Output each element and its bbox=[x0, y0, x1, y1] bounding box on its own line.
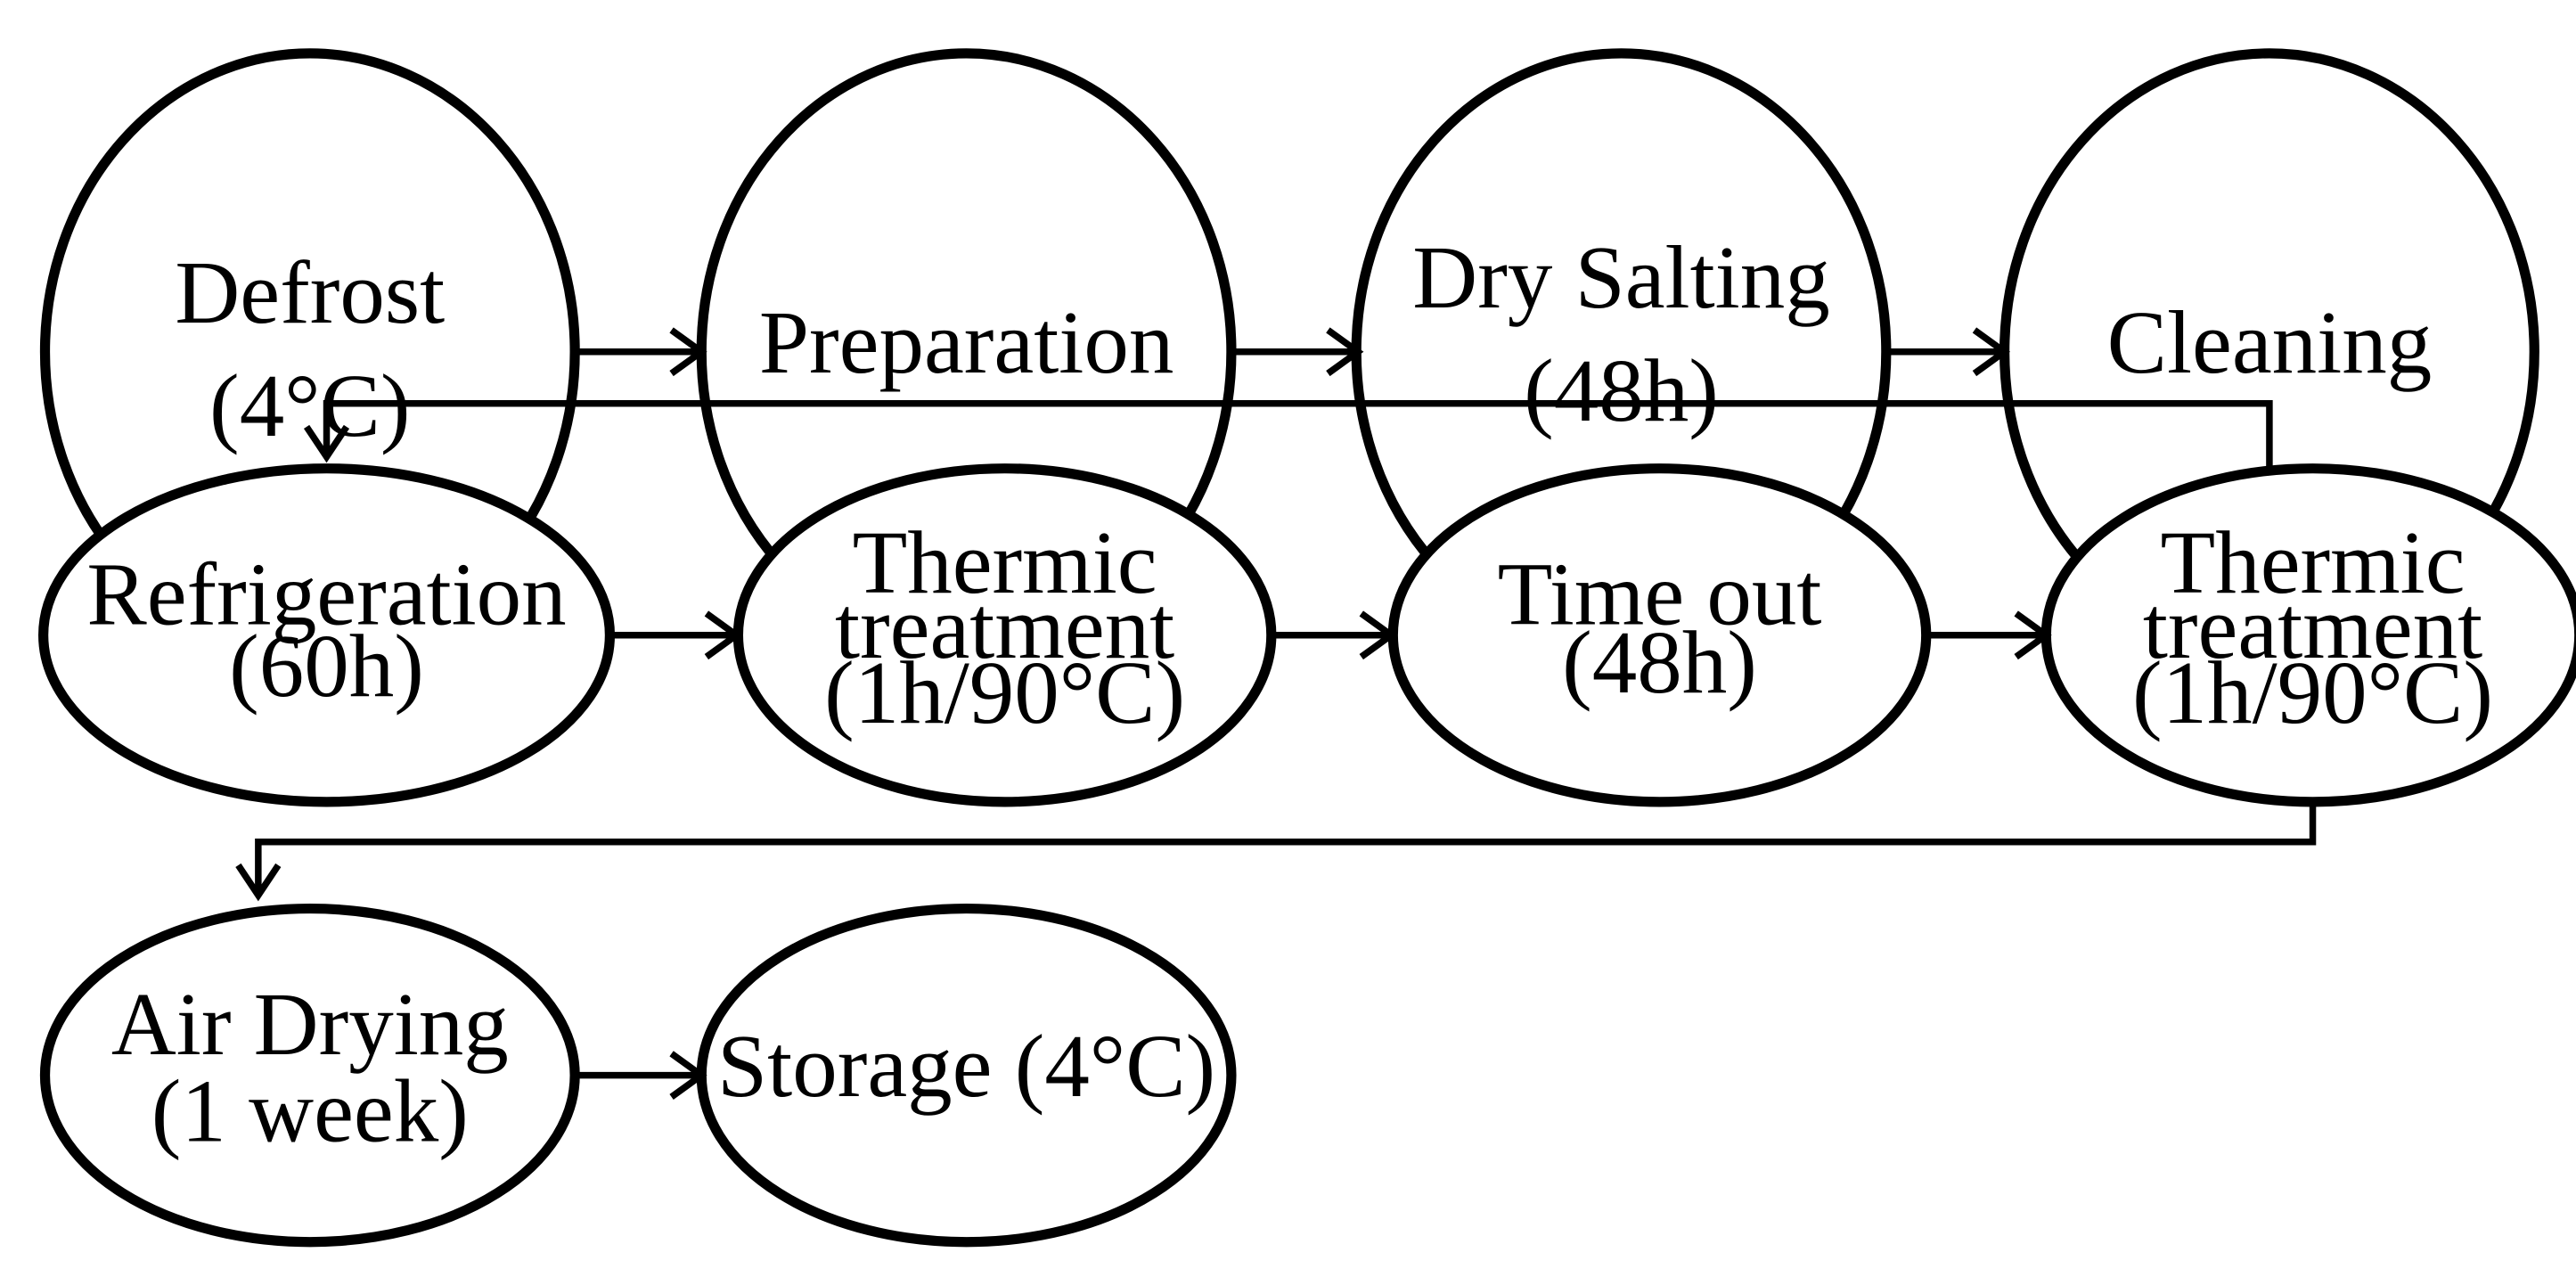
edge-air-drying-to-storage bbox=[577, 1051, 707, 1100]
node-label-thermic-treatment-1-line2: treatment bbox=[835, 577, 1174, 677]
node-label-preparation-line1: Preparation bbox=[759, 292, 1174, 392]
node-label-thermic-treatment-1-line3: (1h/90°C) bbox=[824, 643, 1185, 742]
edge-dry-salting-to-cleaning bbox=[1887, 327, 2010, 377]
node-label-refrigeration-line2: (60h) bbox=[229, 616, 424, 716]
node-label-refrigeration-line1: Refrigeration bbox=[86, 544, 566, 643]
node-label-time-out-line2: (48h) bbox=[1562, 612, 1757, 712]
node-ellipse-refrigeration bbox=[38, 463, 616, 807]
node-label-thermic-treatment-2-line1: Thermic bbox=[2161, 512, 2466, 612]
flow-node-time-out[interactable]: Time out (48h) bbox=[1387, 463, 1932, 807]
edge-time-out-to-thermic-2 bbox=[1927, 610, 2052, 660]
node-label-dry-salting-line1: Dry Salting bbox=[1412, 227, 1829, 327]
edge-preparation-to-dry-salting bbox=[1232, 327, 1364, 377]
node-label-thermic-treatment-1-line1: Thermic bbox=[853, 512, 1157, 612]
flow-node-thermic-treatment-1[interactable]: Thermic treatment (1h/90°C) bbox=[732, 463, 1277, 807]
flow-node-air-drying[interactable]: Air Drying (1 week) bbox=[39, 903, 580, 1248]
edge-thermic-2-to-air-drying bbox=[235, 801, 2317, 902]
node-ellipse-air-drying bbox=[39, 903, 580, 1248]
edge-thermic-1-to-time-out bbox=[1272, 610, 1397, 660]
node-label-defrost-line1: Defrost bbox=[175, 242, 445, 342]
flow-node-thermic-treatment-2[interactable]: Thermic treatment (1h/90°C) bbox=[2040, 463, 2576, 807]
node-label-thermic-treatment-2-line2: treatment bbox=[2143, 577, 2482, 677]
node-label-storage-line1: Storage (4°C) bbox=[717, 1016, 1215, 1116]
node-label-cleaning-line1: Cleaning bbox=[2107, 292, 2433, 392]
flow-node-refrigeration[interactable]: Refrigeration (60h) bbox=[38, 463, 616, 807]
node-label-thermic-treatment-2-line3: (1h/90°C) bbox=[2132, 643, 2493, 742]
node-label-time-out-line1: Time out bbox=[1498, 544, 1822, 643]
node-label-air-drying-line2: (1 week) bbox=[151, 1060, 469, 1160]
flow-node-storage[interactable]: Storage (4°C) bbox=[696, 903, 1237, 1248]
node-label-air-drying-line1: Air Drying bbox=[111, 974, 509, 1074]
edge-refrigeration-to-thermic-1 bbox=[611, 610, 742, 660]
node-label-dry-salting-line2: (48h) bbox=[1524, 340, 1719, 440]
edge-defrost-to-preparation bbox=[577, 327, 707, 377]
